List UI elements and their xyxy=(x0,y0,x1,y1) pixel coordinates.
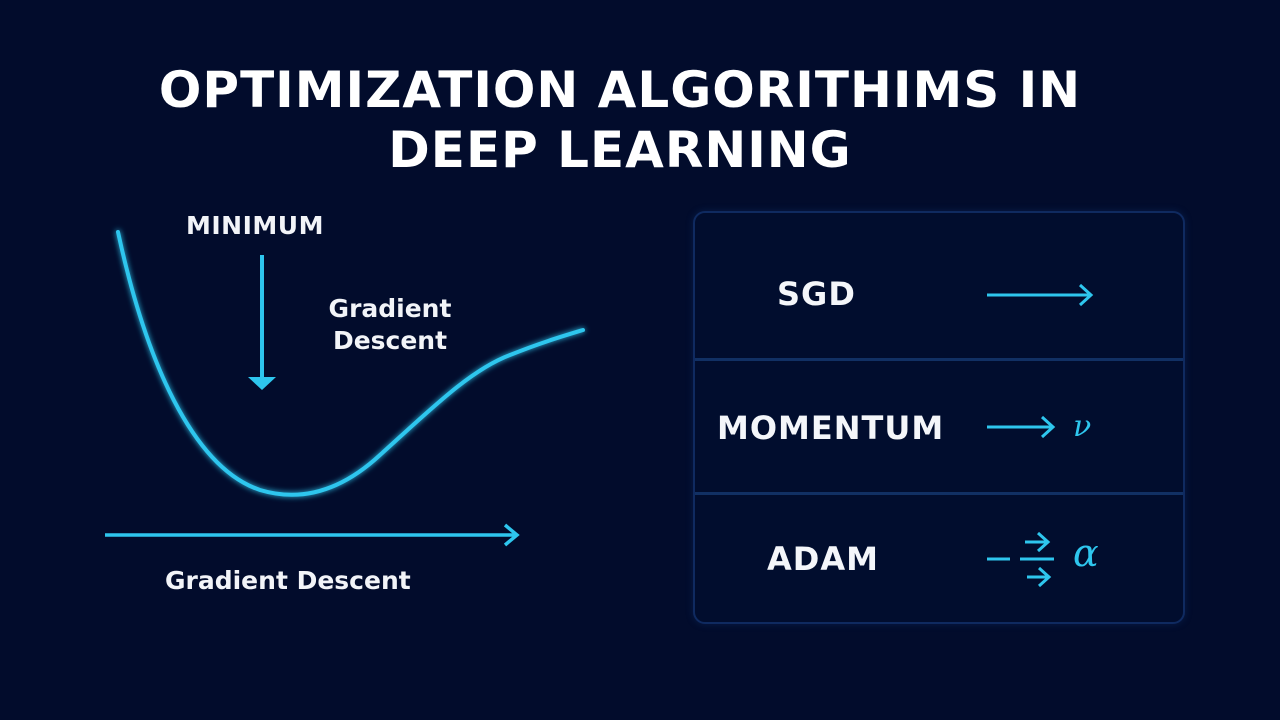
right-arrow-icon xyxy=(987,415,1056,439)
optimizer-row-adam: ADAM α xyxy=(695,495,1183,623)
optimizer-row-momentum: MOMENTUM ν xyxy=(695,361,1183,493)
alpha-symbol: α xyxy=(1073,531,1099,575)
right-arrow-icon xyxy=(987,283,1094,307)
title-line-1: OPTIMIZATION ALGORITHIMS IN xyxy=(158,61,1082,119)
down-arrow-icon xyxy=(248,255,276,390)
title-line-2: DEEP LEARNING xyxy=(388,121,852,179)
axis-label: Gradient Descent xyxy=(165,566,411,595)
curve-label: Gradient Descent xyxy=(328,294,452,355)
row-divider xyxy=(695,492,1183,495)
optimizer-label: ADAM xyxy=(767,540,879,578)
loss-curve xyxy=(116,230,585,497)
optimizer-panel: SGD MOMENTUM ν ADAM α xyxy=(693,211,1185,624)
split-arrows-icon xyxy=(987,531,1054,588)
nu-symbol: ν xyxy=(1073,409,1092,444)
row-divider xyxy=(695,358,1183,361)
minimum-label: MINIMUM xyxy=(186,211,324,240)
optimizer-label: MOMENTUM xyxy=(717,409,945,447)
page-title: OPTIMIZATION ALGORITHIMS IN DEEP LEARNIN… xyxy=(0,60,1240,180)
optimizer-row-sgd: SGD xyxy=(695,213,1183,359)
optimizer-label: SGD xyxy=(777,275,856,313)
x-axis-arrow-icon xyxy=(105,523,520,547)
